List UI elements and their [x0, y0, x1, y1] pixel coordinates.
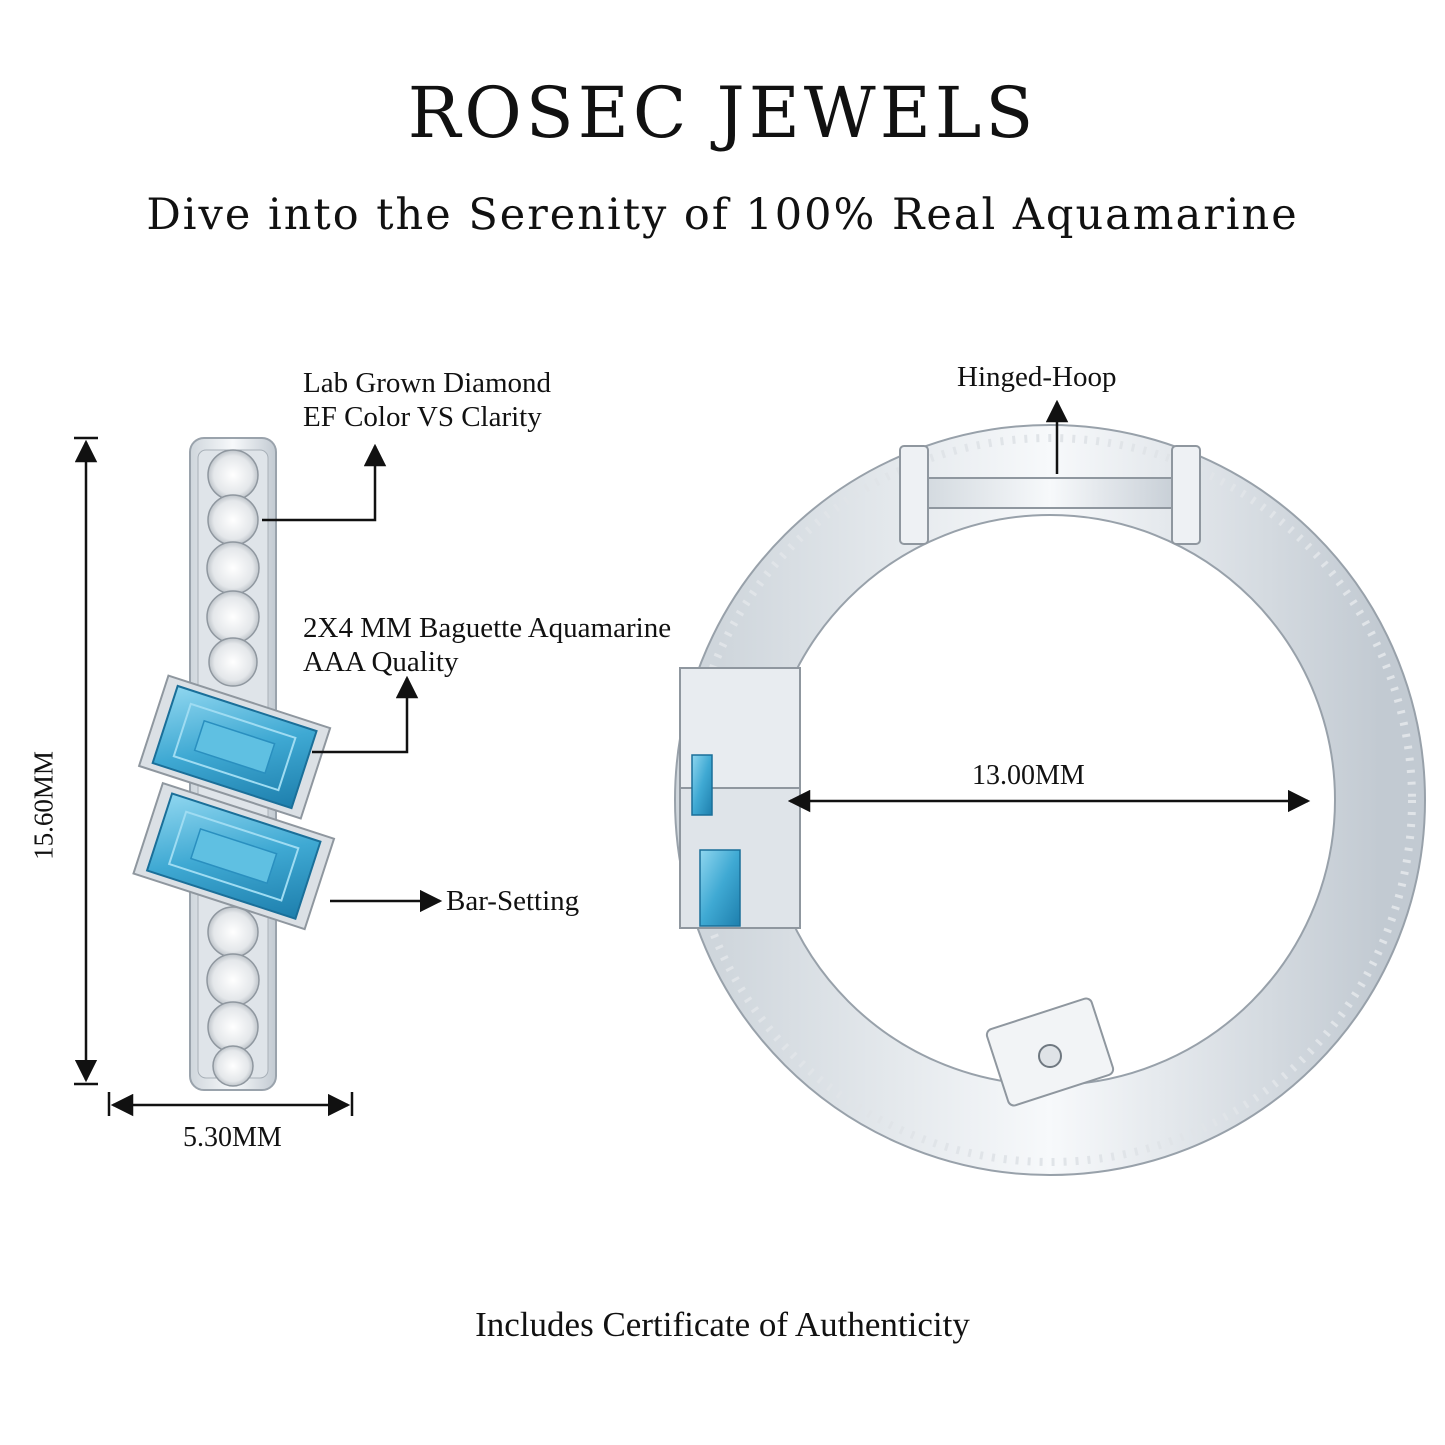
diamond-row-lower	[206, 906, 260, 1087]
tagline: Dive into the Serenity of 100% Real Aqua…	[146, 190, 1299, 240]
width-dimension-line	[107, 1092, 354, 1117]
diamond-label-line1: Lab Grown Diamond	[303, 367, 552, 399]
aquamarine-baguette-lower	[132, 781, 336, 931]
leader-lines-left	[262, 443, 443, 913]
height-dimension-label: 15.60MM	[28, 751, 59, 860]
inner-diameter-label: 13.00MM	[972, 760, 1085, 791]
bar-setting-label: Bar-Setting	[446, 885, 580, 917]
aquamarine-baguette-upper	[137, 674, 332, 820]
aquamarine-label-line2: AAA Quality	[303, 646, 459, 678]
aquamarine-label-line1: 2X4 MM Baguette Aquamarine	[303, 612, 672, 644]
hoop-front-view	[674, 424, 1426, 1176]
leader-lines-right	[787, 399, 1311, 813]
certificate-note: Includes Certificate of Authenticity	[475, 1305, 970, 1344]
brand-title: ROSEC JEWELS	[407, 72, 1038, 154]
side-view-earring	[132, 437, 336, 1091]
width-dimension-label: 5.30MM	[183, 1122, 282, 1153]
diamond-row-upper	[206, 449, 260, 687]
height-dimension-line	[74, 436, 98, 1086]
hinged-hoop-label: Hinged-Hoop	[957, 361, 1117, 393]
diamond-label-line2: EF Color VS Clarity	[303, 401, 542, 433]
